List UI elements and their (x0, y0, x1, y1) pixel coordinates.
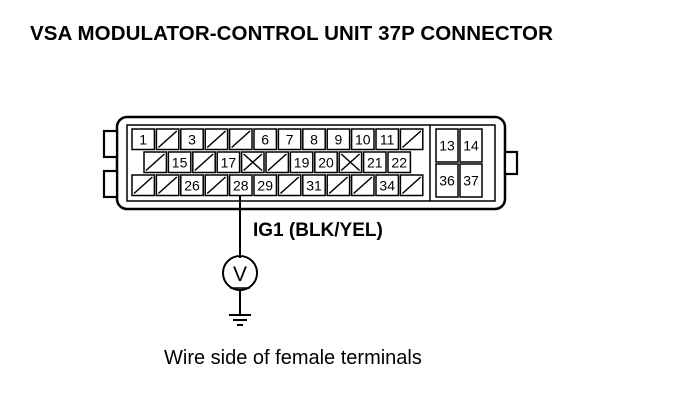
terminal-number: 15 (172, 155, 188, 171)
unused-terminal-cell (204, 128, 229, 151)
terminal-cavity-area (126, 124, 496, 202)
ground-icon (229, 314, 251, 326)
unused-terminal-cell (399, 174, 424, 197)
terminal-cell: 34 (375, 174, 400, 197)
terminal-cell: 37 (459, 163, 483, 198)
terminal-cell: 8 (302, 128, 326, 151)
unused-terminal-cell (155, 174, 180, 197)
terminal-number: 37 (463, 173, 479, 189)
terminal-cell: 29 (253, 174, 278, 197)
blocked-terminal-cell (338, 151, 363, 174)
terminal-number: 34 (379, 178, 395, 194)
terminal-cell: 6 (253, 128, 278, 151)
terminal-cell: 10 (350, 128, 375, 151)
terminal-cell: 3 (180, 128, 204, 151)
terminal-number: 3 (188, 132, 196, 148)
unused-terminal-cell (131, 174, 156, 197)
terminal-cell: 14 (459, 128, 483, 163)
terminal-cell: 19 (289, 151, 314, 174)
terminal-number: 11 (380, 132, 395, 148)
terminal-number: 17 (221, 155, 237, 171)
terminal-number: 19 (294, 155, 310, 171)
unused-terminal-cell (143, 151, 168, 174)
terminal-cell: 22 (387, 151, 412, 174)
terminal-number: 9 (335, 132, 343, 148)
terminal-cell: 21 (362, 151, 387, 174)
terminal-number: 22 (391, 155, 407, 171)
unused-terminal-cell (326, 174, 351, 197)
unused-terminal-cell (192, 151, 216, 174)
unused-terminal-cell (277, 174, 302, 197)
voltmeter-icon: V (222, 255, 258, 291)
voltmeter-symbol: V (233, 263, 247, 286)
probed-terminal-cell: 28 (228, 174, 253, 197)
unused-terminal-cell (155, 128, 180, 151)
terminal-number: 20 (318, 155, 334, 171)
terminal-number: 10 (355, 132, 371, 148)
terminal-cell: 20 (314, 151, 338, 174)
terminal-number: 14 (463, 138, 479, 154)
terminal-cell: 11 (375, 128, 400, 151)
terminal-number: 13 (439, 138, 455, 154)
terminal-cell: 26 (180, 174, 204, 197)
terminal-number: 31 (306, 178, 322, 194)
terminal-cell: 1 (131, 128, 156, 151)
left-lock-tab-lower (102, 169, 119, 199)
right-lock-tab (503, 150, 519, 176)
terminal-number: 6 (261, 132, 269, 148)
terminal-number: 1 (139, 132, 147, 148)
left-lock-tab-upper (102, 129, 119, 159)
terminal-number: 21 (367, 155, 383, 171)
terminal-cell: 17 (216, 151, 241, 174)
unused-terminal-cell (265, 151, 290, 174)
unused-terminal-cell (204, 174, 229, 197)
terminal-cell: 31 (302, 174, 326, 197)
terminal-cell: 13 (435, 128, 459, 163)
diagram-caption: Wire side of female terminals (164, 347, 422, 369)
terminal-number: 7 (286, 132, 294, 148)
terminal-number: 36 (439, 173, 455, 189)
wire-label: IG1 (BLK/YEL) (253, 220, 383, 241)
unused-terminal-cell (350, 174, 375, 197)
terminal-cell: 9 (326, 128, 351, 151)
blocked-terminal-cell (240, 151, 265, 174)
diagram-title: VSA MODULATOR-CONTROL UNIT 37P CONNECTOR (30, 22, 553, 45)
terminal-number: 29 (257, 178, 273, 194)
terminal-number: 26 (184, 178, 200, 194)
unused-terminal-cell (228, 128, 253, 151)
terminal-number: 28 (233, 178, 249, 194)
terminal-cell: 15 (167, 151, 192, 174)
terminal-cell: 7 (277, 128, 302, 151)
terminal-number: 8 (310, 132, 318, 148)
terminal-cell: 36 (435, 163, 459, 198)
right-terminal-block: 13 14 36 37 (435, 128, 483, 198)
unused-terminal-cell (399, 128, 424, 151)
